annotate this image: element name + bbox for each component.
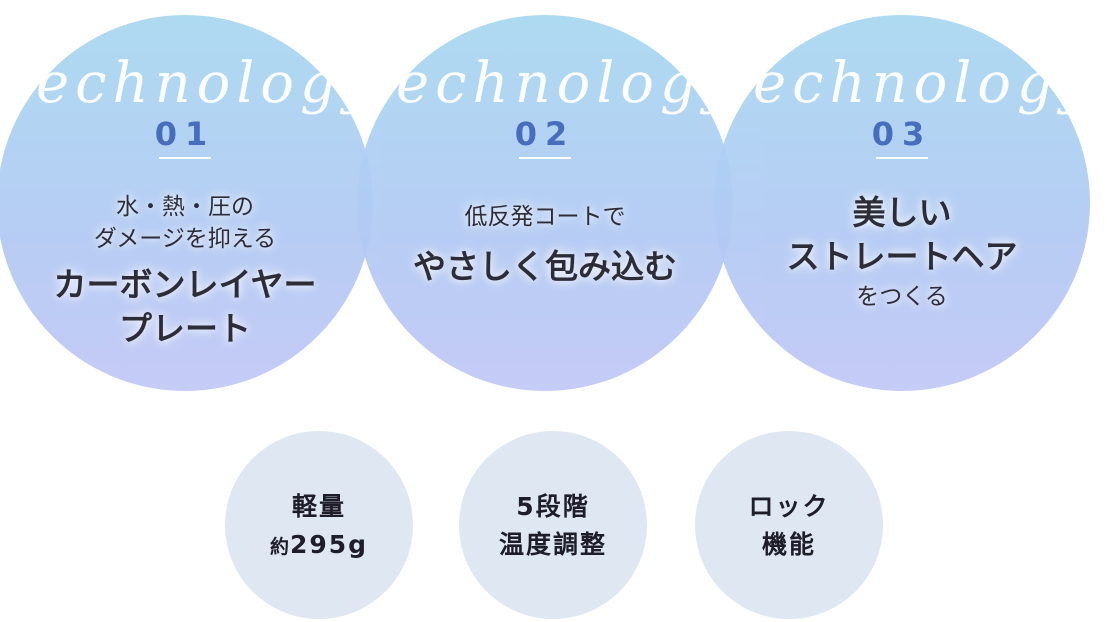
technology-sub-line: 水・熱・圧の <box>116 194 254 220</box>
technology-sub-line: 低反発コートで <box>464 204 626 230</box>
number-underline <box>876 157 928 159</box>
technology-circle-01: Technology 01 水・熱・圧の ダメージを抑える カーボンレイヤー プ… <box>0 15 373 391</box>
technology-script-label: Technology <box>714 51 1097 116</box>
technology-script-label: Technology <box>0 51 380 116</box>
feature-detail: 機能 <box>761 530 816 559</box>
technology-number: 01 <box>154 115 216 153</box>
technology-script-label: Technology <box>357 51 740 116</box>
feature-circle-lightweight: 軽量 約295g <box>225 431 413 619</box>
technology-main-line: ストレートヘア <box>786 237 1018 276</box>
technology-main-line: プレート <box>119 309 251 348</box>
technology-sub-line: ダメージを抑える <box>93 226 277 252</box>
feature-circle-lock: ロック 機能 <box>695 431 883 619</box>
feature-title: ロック <box>748 492 830 521</box>
feature-detail: 約295g <box>225 527 413 565</box>
number-underline <box>159 157 211 159</box>
technology-main-line: カーボンレイヤー <box>53 265 317 304</box>
technology-circle-02: Technology 02 低反発コートで やさしく包み込む <box>357 15 733 391</box>
technology-number: 03 <box>871 115 933 153</box>
feature-title: 軽量 <box>291 492 346 521</box>
technology-main-line: 美しい <box>852 193 952 232</box>
feature-value: 295g <box>289 530 369 559</box>
feature-title: 5段階 <box>516 492 590 521</box>
technology-sub-line: をつくる <box>856 284 948 310</box>
technology-main-line: やさしく包み込む <box>413 247 677 286</box>
feature-circle-temperature: 5段階 温度調整 <box>459 431 647 619</box>
technology-number: 02 <box>514 115 576 153</box>
technology-circle-03: Technology 03 美しい ストレートヘア をつくる <box>714 15 1090 391</box>
feature-detail: 温度調整 <box>498 530 607 559</box>
feature-prefix: 約 <box>269 536 290 558</box>
number-underline <box>519 157 571 159</box>
